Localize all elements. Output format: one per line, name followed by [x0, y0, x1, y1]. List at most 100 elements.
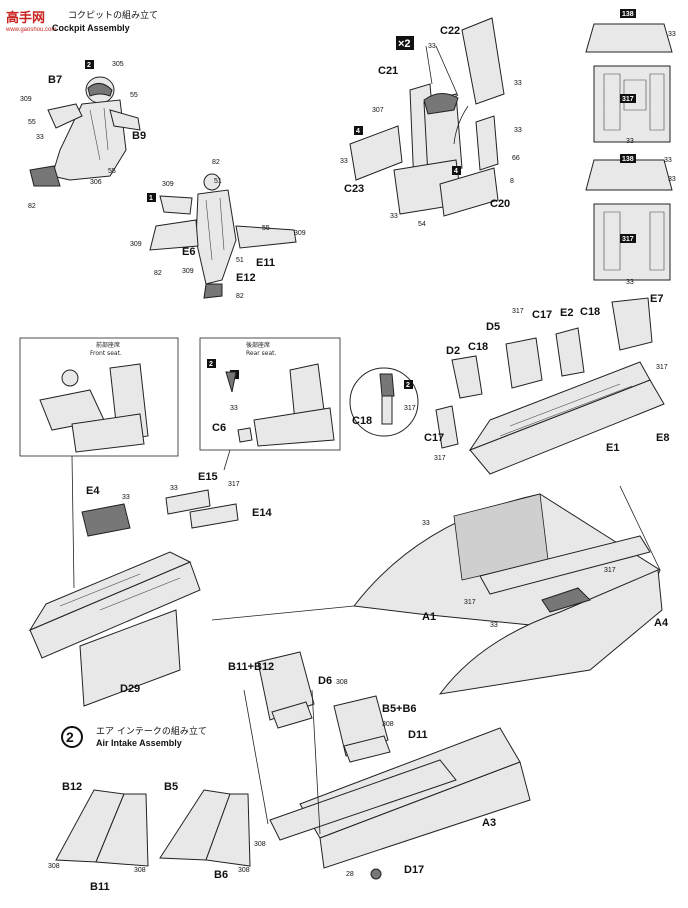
detail-circle-c18: 2 317 C18 [349, 367, 419, 437]
label-E7: E7 [650, 293, 663, 305]
label-B9: B9 [132, 130, 146, 142]
ejection-seat [349, 17, 505, 217]
badge-2: 2 [87, 62, 91, 69]
instrument-panel-rear: 138 33 33 317 33 [585, 154, 676, 286]
code-66: 66 [512, 155, 520, 162]
badge-4b: 4 [454, 168, 458, 175]
code-33j: 33 [668, 176, 676, 183]
label-D17: D17 [404, 864, 424, 876]
badge-1: 1 [149, 195, 153, 202]
pilot-figure-2 [149, 173, 297, 299]
code-309d: 309 [130, 241, 142, 248]
badge-2b: 2 [406, 382, 410, 389]
label-E4: E4 [86, 485, 100, 497]
code-308b: 308 [382, 721, 394, 728]
section2-title-jp: エア インテークの組み立て [96, 725, 207, 737]
label-C21: C21 [378, 65, 398, 77]
label-C23: C23 [344, 183, 364, 195]
code-33m: 33 [122, 494, 130, 501]
code-82b: 82 [212, 159, 220, 166]
label-E2: E2 [560, 307, 573, 319]
label-D29: D29 [120, 683, 140, 695]
front-seat-inset: 前部座席 Front seat. [19, 337, 179, 457]
code-55c: 55 [108, 168, 116, 175]
code-309c: 309 [294, 230, 306, 237]
code-308d: 308 [48, 863, 60, 870]
code-54: 54 [418, 221, 426, 228]
code-55b: 55 [28, 119, 36, 126]
rear-seat-inset: 後部座席 Rear seat. 2 4 33 C6 [199, 337, 341, 451]
code-82d: 82 [236, 293, 244, 300]
code-307: 307 [372, 107, 384, 114]
section1-title-jp: コクピットの組み立て [68, 9, 158, 21]
code-309b: 309 [162, 181, 174, 188]
code-309: 309 [20, 96, 32, 103]
code-308: 308 [336, 679, 348, 686]
code-317h: 317 [464, 599, 476, 606]
seat-callouts: ×2 C22 33 33 C21 307 33 4 33 66 4 8 C23 … [340, 25, 522, 228]
code-33p: 33 [490, 622, 498, 629]
label-C17b: C17 [424, 432, 444, 444]
code-138: 138 [622, 11, 634, 18]
section2-header: 2 エア インテークの組み立て Air Intake Assembly [61, 725, 207, 748]
front-seat-jp: 前部座席 [96, 341, 120, 349]
code-317g: 317 [228, 481, 240, 488]
label-C18c: C18 [352, 415, 372, 427]
code-308e: 308 [134, 867, 146, 874]
code-306: 306 [90, 179, 102, 186]
code-82c: 82 [154, 270, 162, 277]
watermark-site: www.gaoshou.com [5, 27, 56, 33]
code-28: 28 [346, 871, 354, 878]
label-D5: D5 [486, 321, 500, 333]
instrument-panel-front: 138 33 317 33 [585, 9, 676, 145]
watermark-logo: 高手网 www.gaoshou.com [4, 6, 66, 33]
code-33h: 33 [626, 138, 634, 145]
code-317i: 317 [604, 567, 616, 574]
watermark-logo-text: 高手网 [6, 10, 45, 26]
code-309e: 309 [182, 268, 194, 275]
label-B7: B7 [48, 74, 62, 86]
code-317: 317 [622, 96, 634, 103]
code-33l: 33 [230, 405, 238, 412]
section1-title-en: Cockpit Assembly [52, 23, 130, 33]
pilot2-callouts: 1 82 309 51 55 309 309 51 82 309 82 E6 E… [130, 159, 306, 300]
rear-seat-jp: 後部座席 [246, 341, 270, 349]
label-E8: E8 [656, 432, 669, 444]
pilot-figure-1 [29, 76, 141, 187]
code-33c: 33 [514, 80, 522, 87]
label-B6: B6 [214, 869, 228, 881]
code-308c: 308 [254, 841, 266, 848]
label-C18: C18 [580, 306, 600, 318]
code-51: 51 [214, 178, 222, 185]
code-138b: 138 [622, 156, 634, 163]
cockpit-tub-assembly [435, 297, 665, 475]
badge-4: 4 [356, 128, 360, 135]
code-317e: 317 [434, 455, 446, 462]
intake-ramp-b11-b12: B12 B11 308 308 [48, 781, 149, 893]
label-B5-B6: B5+B6 [382, 703, 417, 715]
fuselage-nose: 33 317 317 33 A1 A4 [211, 485, 669, 695]
code-55d: 55 [262, 225, 270, 232]
code-317c: 317 [512, 308, 524, 315]
label-A4: A4 [654, 617, 669, 629]
rear-tub-assembly: E4 33 E15 33 317 E14 D29 [28, 449, 272, 707]
label-E6: E6 [182, 246, 195, 258]
label-C20: C20 [490, 198, 510, 210]
pilot1-callouts: 2 305 55 309 55 33 55 306 82 B7 B9 [20, 60, 146, 210]
label-E14: E14 [252, 507, 272, 519]
code-55: 55 [130, 92, 138, 99]
intake-ramp-b5-b6: B5 B6 308 [159, 781, 251, 881]
multiplier-x2: ×2 [398, 38, 411, 50]
code-317d: 317 [656, 364, 668, 371]
label-A3: A3 [482, 817, 496, 829]
code-51b: 51 [236, 257, 244, 264]
label-A1: A1 [422, 611, 436, 623]
code-33e: 33 [340, 158, 348, 165]
label-D11: D11 [408, 729, 428, 741]
code-33: 33 [36, 134, 44, 141]
code-33i: 33 [664, 157, 672, 164]
code-33d: 33 [514, 127, 522, 134]
label-B11-B12: B11+B12 [228, 661, 274, 673]
code-33n: 33 [170, 485, 178, 492]
code-308f: 308 [238, 867, 250, 874]
